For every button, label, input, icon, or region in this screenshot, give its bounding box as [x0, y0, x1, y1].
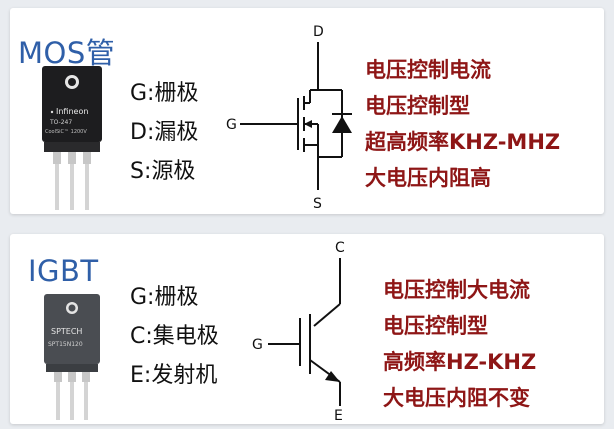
igbt-title: IGBT [28, 254, 99, 288]
igbt-pin-list: G:栅极 C:集电极 E:发射机 [130, 278, 219, 395]
mosfet-terminal-s: S [313, 196, 322, 212]
mos-properties: 电压控制电流 电压控制型 超高频率KHZ-MHZ 大电压内阻高 [365, 52, 560, 196]
mos-pin-source: S:源极 [130, 159, 196, 184]
igbt-package-part: SPT15N120 [48, 341, 83, 348]
igbt-terminal-e: E [334, 408, 343, 422]
mos-panel: MOS管 Infineon TO-247 CoolSiC™ 1200V G:栅极… [10, 8, 604, 214]
mosfet-symbol: D G S [226, 24, 352, 212]
mosfet-terminal-g: G [226, 117, 237, 133]
mos-package-image: Infineon TO-247 CoolSiC™ 1200V [42, 66, 102, 210]
igbt-property-3: 高频率HZ-KHZ [383, 350, 537, 374]
igbt-pin-gate: G:栅极 [130, 285, 199, 310]
mos-property-3: 超高频率KHZ-MHZ [365, 130, 561, 154]
igbt-terminal-c: C [335, 240, 345, 256]
igbt-properties: 电压控制大电流 电压控制型 高频率HZ-KHZ 大电压内阻不变 [383, 272, 536, 416]
igbt-property-1: 电压控制大电流 [383, 278, 530, 302]
mosfet-terminal-d: D [313, 24, 324, 40]
igbt-package-image: SPTECH SPT15N120 [44, 294, 100, 420]
mos-title: MOS管 [18, 36, 116, 70]
igbt-pin-emitter: E:发射机 [130, 363, 218, 388]
igbt-symbol: C G E [252, 240, 345, 422]
mos-property-2: 电压控制型 [365, 94, 470, 118]
igbt-property-2: 电压控制型 [383, 314, 488, 338]
igbt-pin-collector: C:集电极 [130, 324, 219, 349]
mos-pin-list: G:栅极 D:漏极 S:源极 [130, 74, 198, 191]
igbt-property-4: 大电压内阻不变 [383, 386, 530, 410]
mos-package-brand: Infineon [56, 107, 88, 116]
igbt-panel: IGBT SPTECH SPT15N120 G:栅极 C:集电极 E:发射机 C… [10, 234, 604, 424]
igbt-terminal-g: G [252, 337, 263, 353]
mos-property-4: 大电压内阻高 [365, 166, 491, 190]
mos-pin-gate: G:栅极 [130, 81, 199, 106]
mos-package-series: CoolSiC™ 1200V [45, 129, 87, 135]
igbt-package-brand: SPTECH [51, 327, 82, 336]
mos-property-1: 电压控制电流 [365, 58, 491, 82]
mos-pin-drain: D:漏极 [130, 120, 199, 145]
mos-package-type: TO-247 [49, 119, 72, 126]
